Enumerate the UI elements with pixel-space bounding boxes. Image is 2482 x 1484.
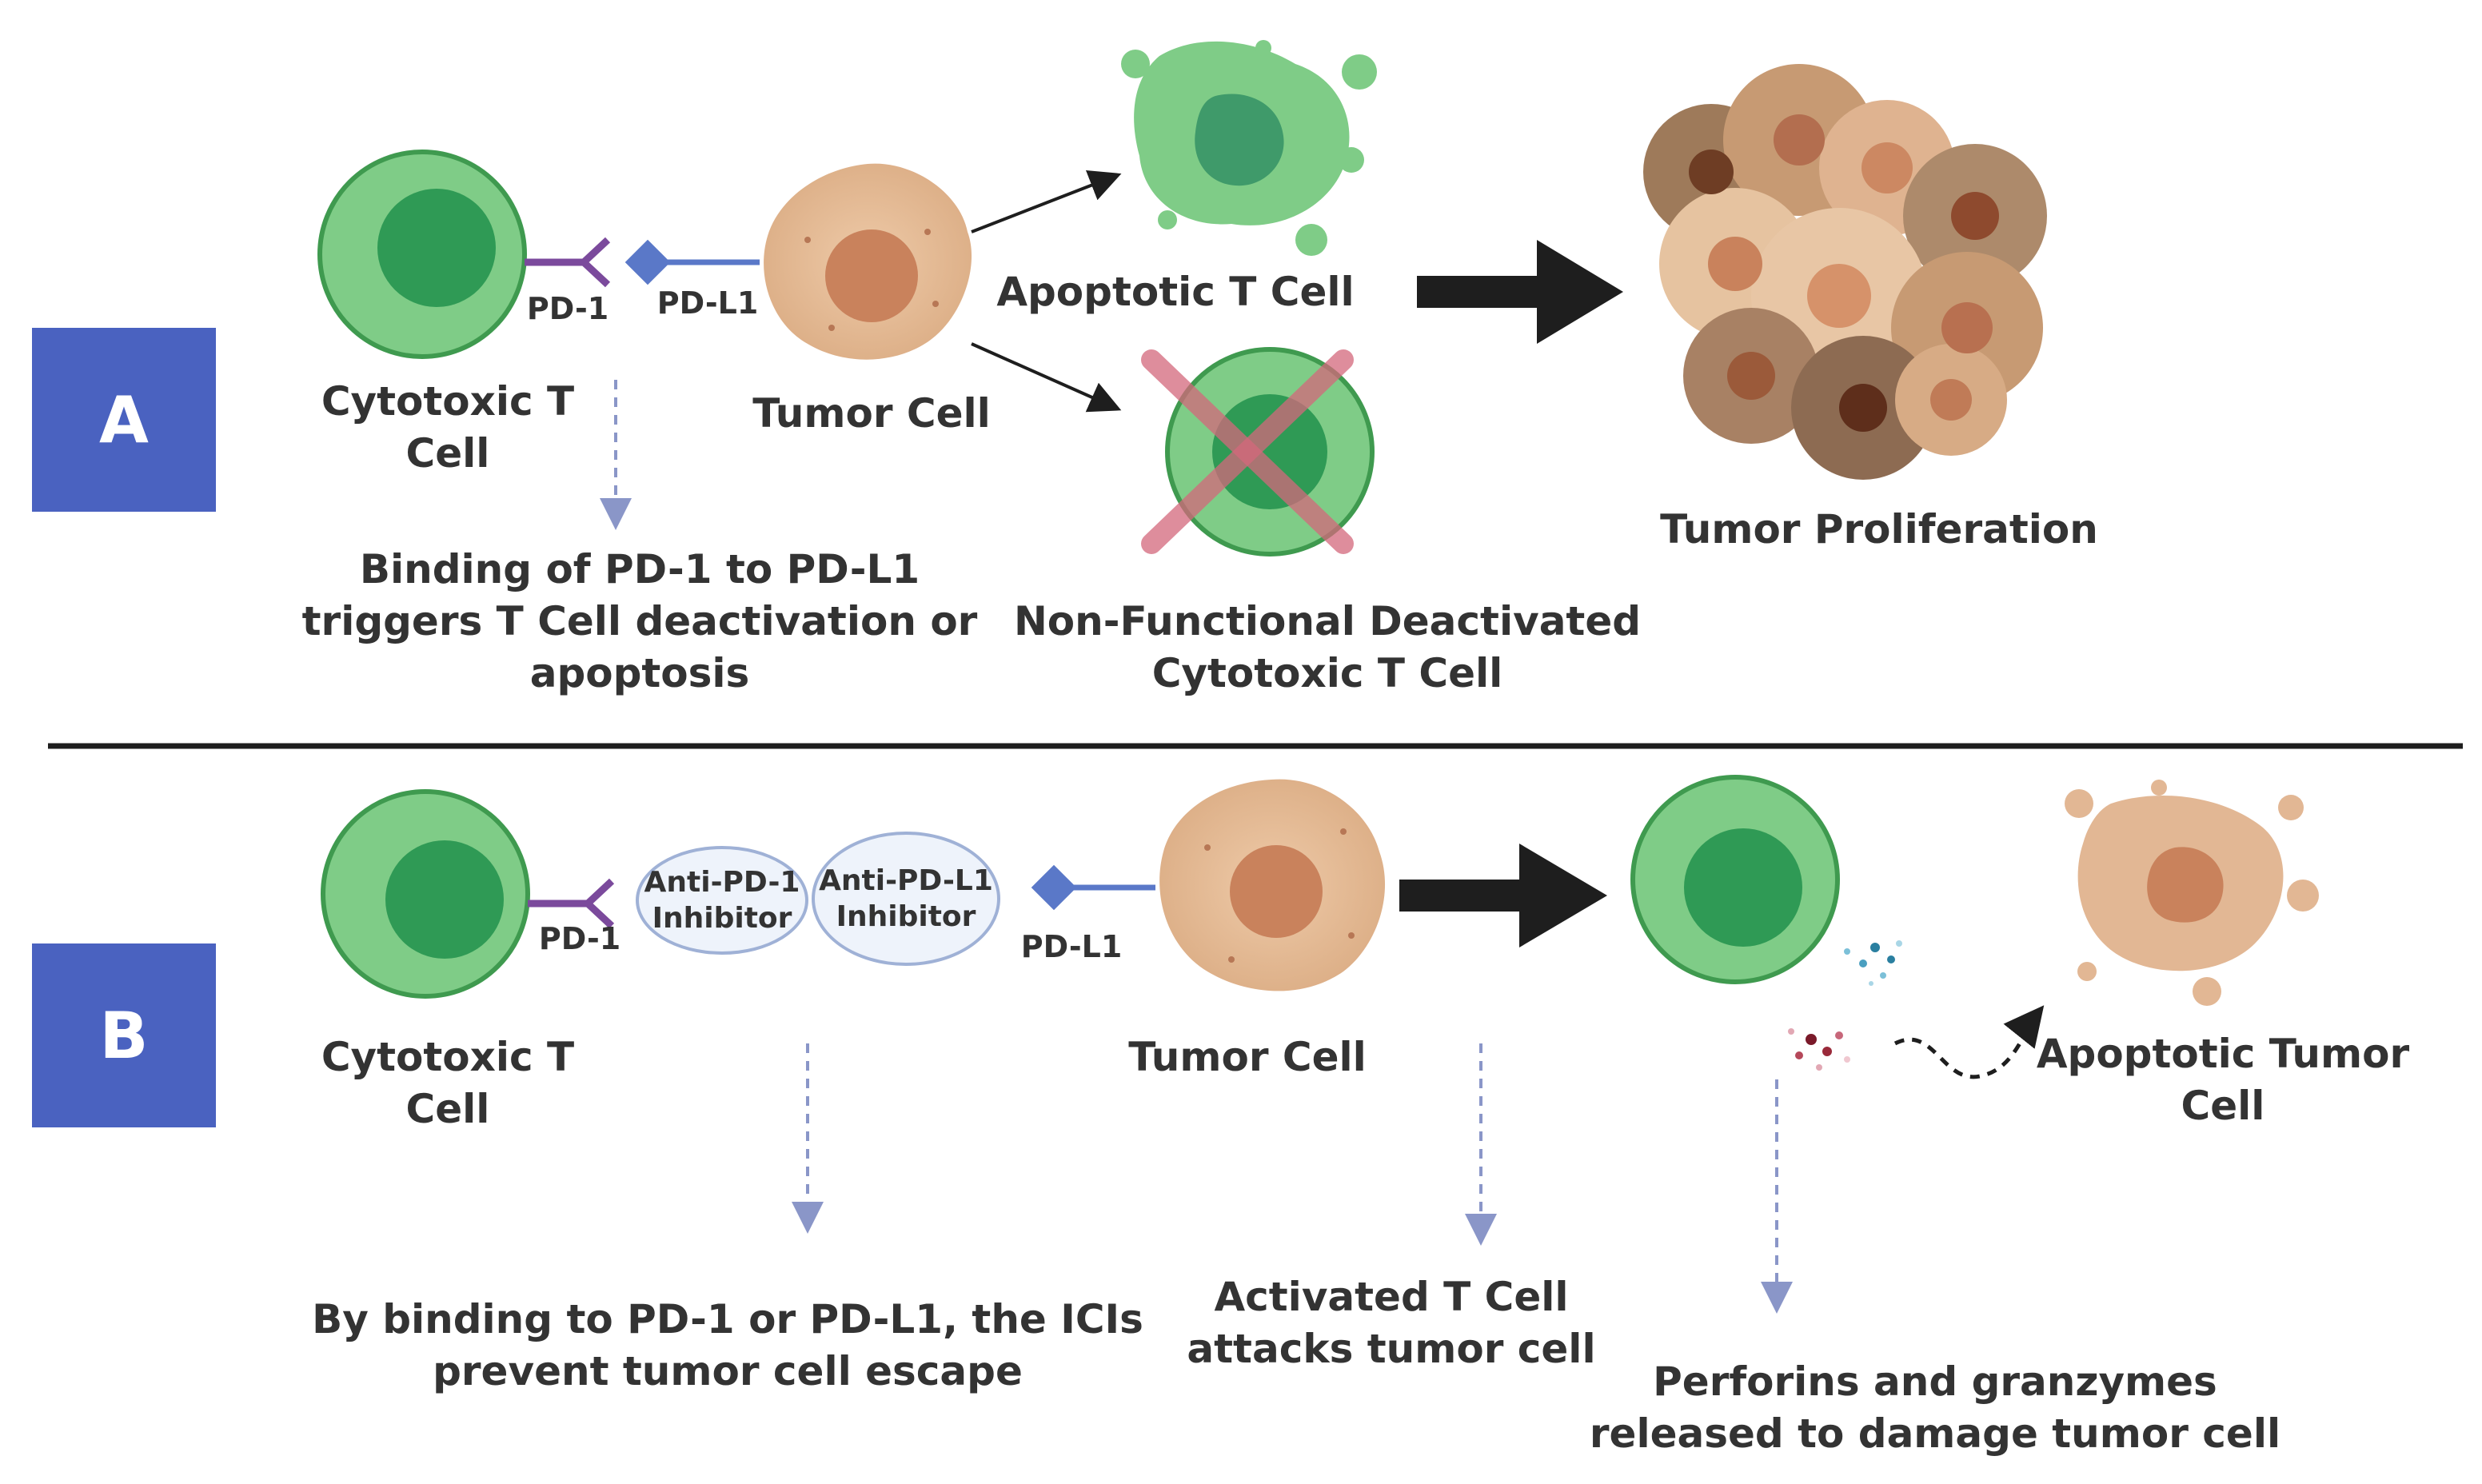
pd1-receptor-a (525, 237, 611, 288)
cytotoxic-t-cell-label-a: Cytotoxic T Cell (321, 378, 575, 477)
apoptotic-t-cell (1121, 40, 1377, 256)
anti-pd1-inhibitor: Anti-PD-1 Inhibitor (636, 846, 808, 955)
granzyme-granules (1844, 940, 1902, 986)
curved-arrow-to-apoptotic-tumor (1893, 1005, 2045, 1079)
big-arrow-b (1399, 844, 1607, 947)
tumor-cell-label-b: Tumor Cell (1128, 1034, 1367, 1080)
pdl1-ligand-b (1031, 864, 1155, 911)
deactivated-t-cell (1141, 347, 1375, 556)
pdl1-ligand-a (624, 239, 760, 285)
big-arrow-a (1417, 240, 1623, 344)
arrow-to-apoptotic-t (971, 170, 1122, 233)
cytotoxic-t-cell-b (321, 789, 530, 999)
panel-b-tag: B (32, 943, 216, 1127)
apoptotic-tumor-cell-label: Apoptotic Tumor Cell (2036, 1031, 2410, 1129)
tumor-cell-a (764, 163, 972, 360)
apoptotic-tumor-cell (2065, 780, 2319, 1006)
panel-a-tag: A (32, 328, 216, 512)
cytotoxic-t-cell-label-b: Cytotoxic T Cell (321, 1034, 575, 1132)
activated-t-cell-note: Activated T Cell attacks tumor cell (1187, 1274, 1596, 1372)
pdl1-label-b: PD-L1 (1020, 929, 1123, 964)
pd1-label-a: PD-1 (526, 291, 609, 326)
cytotoxic-t-cell-a (317, 150, 527, 359)
pdl1-label-a: PD-L1 (656, 285, 759, 321)
apoptotic-t-cell-label: Apoptotic T Cell (996, 269, 1355, 315)
tumor-proliferation-label: Tumor Proliferation (1660, 506, 2098, 553)
nonfunctional-t-cell-label: Non-Functional Deactivated Cytotoxic T C… (1013, 598, 1642, 696)
tumor-cell-label-a: Tumor Cell (752, 390, 991, 437)
anti-pdl1-inhibitor: Anti-PD-L1 Inhibitor (812, 832, 1000, 966)
pd1-label-b: PD-1 (538, 921, 621, 956)
pd1-receptor-b (528, 878, 615, 929)
tumor-cell-b (1159, 779, 1386, 991)
tumor-proliferation-cluster (1643, 64, 2047, 480)
ici-note: By binding to PD-1 or PD-L1, the ICIs pr… (312, 1296, 1143, 1394)
perforin-granules (1788, 1028, 1850, 1071)
perforin-note: Perforins and granzymes released to dama… (1589, 1358, 2281, 1457)
binding-note: Binding of PD-1 to PD-L1 triggers T Cell… (301, 546, 978, 696)
arrow-to-deactivated-t (971, 342, 1122, 413)
activated-t-cell (1630, 775, 1840, 984)
